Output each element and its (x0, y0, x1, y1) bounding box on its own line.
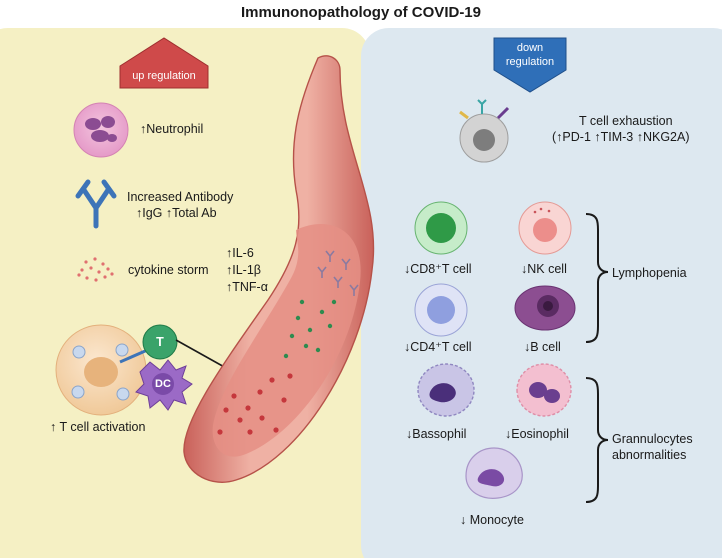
nk-label: ↓NK cell (521, 262, 567, 276)
lymphopenia-bracket (585, 213, 609, 343)
granulocytes-bracket (585, 377, 609, 503)
cytokine-tnfa: ↑TNF-α (226, 280, 268, 294)
t-cell-activation-label: ↑ T cell activation (50, 420, 146, 434)
virus-particles (283, 299, 337, 359)
antibody-icon (75, 179, 117, 229)
b-cell-icon (514, 285, 576, 331)
basophil-icon (417, 363, 475, 417)
page-title: Immunonopathology of COVID-19 (241, 4, 481, 21)
cytokine-il6: ↑IL-6 (226, 246, 254, 260)
exhausted-t-cell-icon (459, 99, 510, 163)
eosinophil-icon (516, 363, 572, 417)
cytokine-storm-label: cytokine storm (128, 263, 209, 277)
exhaustion-label-line2: (↑PD-1 ↑TIM-3 ↑NKG2A) (552, 130, 690, 144)
down-regulation-arrow (493, 37, 567, 93)
cd8-t-cell-icon (414, 201, 468, 255)
antibody-particles (317, 250, 359, 296)
nk-cell-icon (518, 201, 572, 255)
up-regulation-arrow (119, 37, 209, 89)
up-regulation-label: up regulation (132, 70, 196, 82)
vessel-lumen (212, 224, 361, 457)
t-cell-icon (142, 324, 178, 360)
dc-letter: DC (155, 378, 171, 390)
antibody-label-line1: Increased Antibody (127, 190, 234, 204)
antibody-label-line2: ↑IgG ↑Total Ab (136, 206, 217, 220)
eosinophil-label: ↓Eosinophil (505, 427, 569, 441)
b-cell-label: ↓B cell (524, 340, 561, 354)
down-regulation-label-line2: regulation (505, 56, 555, 68)
cd4-t-cell-icon (414, 283, 468, 337)
cytokine-il1b: ↑IL-1β (226, 263, 261, 277)
granulocytes-label-line1: Grannulocytes (612, 432, 693, 446)
neutrophil-label: ↑Neutrophil (140, 122, 204, 136)
blood-cells (217, 373, 293, 435)
basophil-label: ↓Bassophil (406, 427, 467, 441)
monocyte-icon (465, 447, 523, 499)
granulocytes-label-line2: abnormalities (612, 448, 687, 462)
lymphopenia-label: Lymphopenia (612, 266, 687, 280)
t-cell-letter: T (156, 335, 164, 349)
monocyte-label: ↓ Monocyte (460, 513, 524, 527)
dendritic-cell-icon (135, 359, 193, 411)
infected-cell-icon (55, 324, 147, 416)
down-regulation-label-line1: down (516, 42, 544, 54)
neutrophil-icon (73, 102, 129, 158)
cd8-label: ↓CD8⁺T cell (404, 262, 472, 276)
cd4-label: ↓CD4⁺T cell (404, 340, 472, 354)
exhaustion-label-line1: T cell exhaustion (579, 114, 673, 128)
cytokine-dots-icon (77, 257, 114, 282)
